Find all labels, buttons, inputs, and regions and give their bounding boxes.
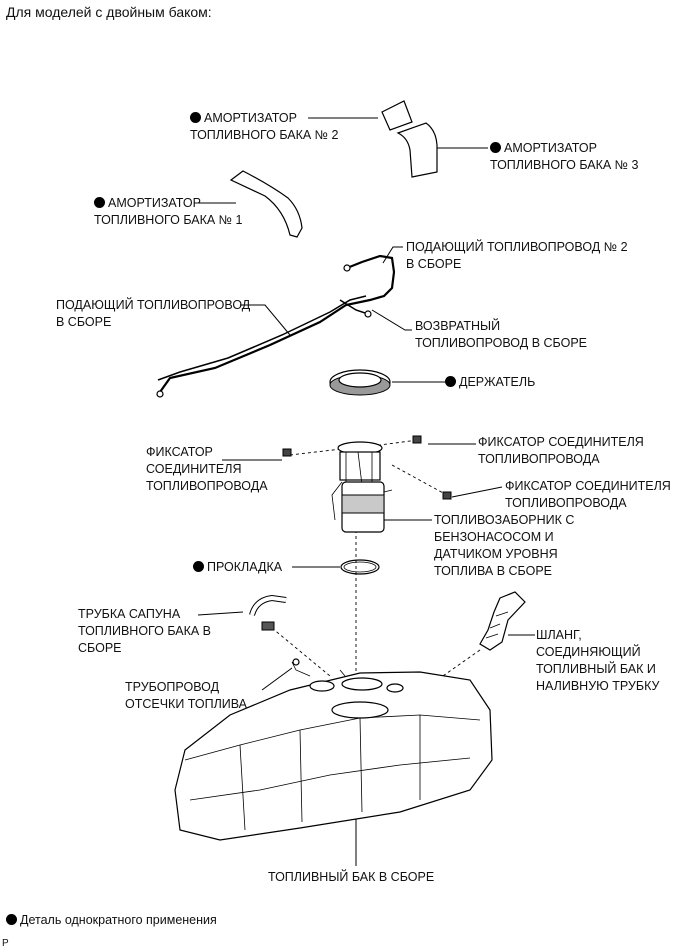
retainer-ring xyxy=(329,369,391,396)
label-hose: ШЛАНГ, СОЕДИНЯЮЩИЙ ТОПЛИВНЫЙ БАК И НАЛИВ… xyxy=(536,628,660,693)
label-gasket: ПРОКЛАДКА xyxy=(193,559,282,576)
label-retainer: ДЕРЖАТЕЛЬ xyxy=(445,374,535,391)
fuel-pump-assembly xyxy=(331,441,393,533)
label-protector-2: АМОРТИЗАТОР ТОПЛИВНОГО БАКА № 2 xyxy=(190,111,339,142)
protector-3 xyxy=(396,122,438,178)
fuel-tank xyxy=(174,658,493,841)
legend: Деталь однократного применения xyxy=(6,912,217,929)
protector-1 xyxy=(229,170,303,238)
footer-code: P xyxy=(2,938,9,949)
label-pump: ТОПЛИВОЗАБОРНИК С БЕНЗОНАСОСОМ И ДАТЧИКО… xyxy=(434,513,575,578)
filler-hose xyxy=(479,591,526,651)
non-reusable-icon xyxy=(190,112,201,123)
protector-2 xyxy=(381,100,413,131)
label-main-line: ПОДАЮЩИЙ ТОПЛИВОПРОВОД В СБОРЕ xyxy=(56,298,251,329)
leader-lines xyxy=(197,117,535,866)
clamp-left xyxy=(282,448,292,457)
non-reusable-icon xyxy=(6,914,17,925)
label-clamp-left: ФИКСАТОР СОЕДИНИТЕЛЯ ТОПЛИВОПРОВОДА xyxy=(146,445,268,493)
gasket-ring xyxy=(340,559,380,575)
label-protector-3: АМОРТИЗАТОР ТОПЛИВНОГО БАКА № 3 xyxy=(490,141,639,172)
label-return-line: ВОЗВРАТНЫЙ ТОПЛИВОПРОВОД В СБОРЕ xyxy=(415,319,587,350)
label-protector-1: АМОРТИЗАТОР ТОПЛИВНОГО БАКА № 1 xyxy=(94,196,243,227)
label-breather: ТРУБКА САПУНА ТОПЛИВНОГО БАКА В СБОРЕ xyxy=(78,607,212,655)
diagram-header: Для моделей с двойным баком: xyxy=(6,4,212,20)
non-reusable-icon xyxy=(193,561,204,572)
label-main-line-2: ПОДАЮЩИЙ ТОПЛИВОПРОВОД № 2 В СБОРЕ xyxy=(406,240,628,271)
non-reusable-icon xyxy=(94,197,105,208)
label-clamp-right: ФИКСАТОР СОЕДИНИТЕЛЯ ТОПЛИВОПРОВОДА xyxy=(505,479,671,510)
non-reusable-icon xyxy=(445,376,456,387)
label-tank: ТОПЛИВНЫЙ БАК В СБОРЕ xyxy=(268,870,435,884)
clamp-right-top xyxy=(412,435,422,444)
non-reusable-icon xyxy=(490,142,501,153)
label-cutoff: ТРУБОПРОВОД ОТСЕЧКИ ТОПЛИВА xyxy=(125,680,248,711)
fuel-lines xyxy=(156,254,396,398)
label-clamp-right-top: ФИКСАТОР СОЕДИНИТЕЛЯ ТОПЛИВОПРОВОДА xyxy=(478,435,644,466)
clamp-right xyxy=(442,491,452,500)
